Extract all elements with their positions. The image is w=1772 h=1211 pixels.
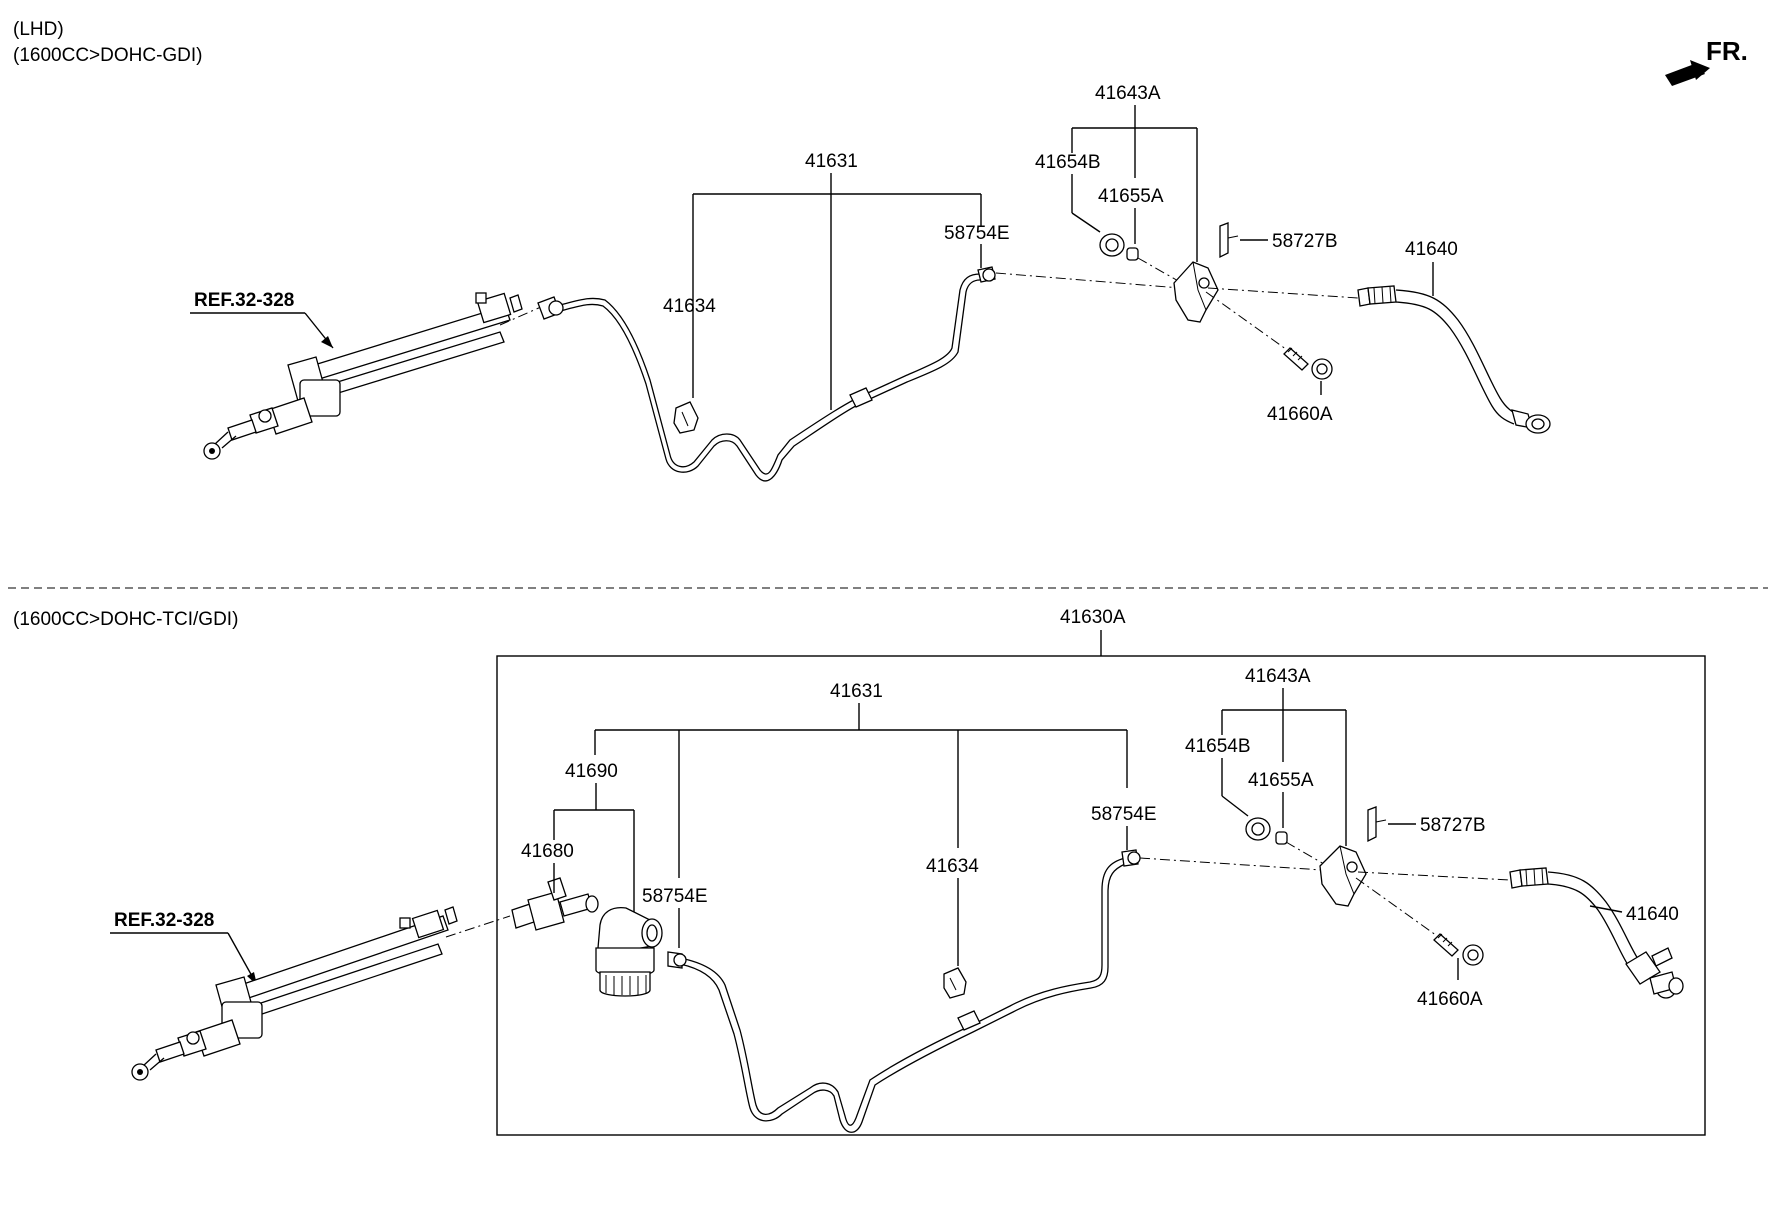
bottom-elbow-connector-41690-icon — [595, 906, 663, 997]
top-label-41660A: 41660A — [1267, 404, 1333, 425]
bottom-label-41655A: 41655A — [1248, 770, 1314, 791]
bottom-bolt-icon — [1433, 933, 1484, 966]
top-label-41643A: 41643A — [1095, 83, 1161, 104]
top-master-cylinder-icon — [203, 292, 523, 460]
bottom-label-41643A: 41643A — [1245, 666, 1311, 687]
top-label-41634: 41634 — [663, 296, 716, 317]
bottom-mounting-bracket-icon — [1319, 845, 1367, 907]
bottom-grommet-icon — [1245, 817, 1271, 841]
bottom-label-41680: 41680 — [521, 841, 574, 862]
top-retaining-clip-icon — [1219, 222, 1239, 259]
top-label-58754E: 58754E — [944, 223, 1010, 244]
bottom-label-41690: 41690 — [565, 761, 618, 782]
front-label: FR. — [1706, 36, 1748, 66]
assembly-41630A-box — [496, 655, 1706, 1136]
bottom-label-58727B: 58727B — [1420, 815, 1486, 836]
top-label-58727B: 58727B — [1272, 231, 1338, 252]
bottom-label-58754E-right: 58754E — [1091, 804, 1157, 825]
top-ref-label: REF.32-328 — [194, 290, 294, 311]
bottom-tube-clip-icon — [943, 967, 967, 999]
variant-label-bottom: (1600CC>DOHC-TCI/GDI) — [13, 609, 238, 630]
bottom-label-41630A: 41630A — [1060, 607, 1126, 628]
top-grommet-icon — [1099, 233, 1125, 257]
top-assembly: REF.32-328 — [190, 83, 1551, 482]
bottom-ref-label: REF.32-328 — [114, 910, 214, 931]
variant-label-top: (1600CC>DOHC-GDI) — [13, 45, 203, 66]
bottom-label-41654B: 41654B — [1185, 736, 1251, 757]
bottom-assembly: 41630A REF.32-328 — [110, 607, 1706, 1136]
top-clutch-tube-icon — [537, 266, 996, 482]
bottom-bushing-icon — [1275, 831, 1288, 845]
bottom-label-41634: 41634 — [926, 856, 979, 877]
bottom-label-41640: 41640 — [1626, 904, 1679, 925]
top-label-41654B: 41654B — [1035, 152, 1101, 173]
front-arrow-icon — [1665, 60, 1710, 86]
bottom-label-58754E-left: 58754E — [642, 886, 708, 907]
bottom-clutch-hose-icon — [1509, 867, 1684, 999]
bottom-retaining-clip-icon — [1367, 806, 1387, 843]
top-bushing-icon — [1126, 247, 1139, 261]
top-label-41631: 41631 — [805, 151, 858, 172]
lhd-label: (LHD) — [13, 19, 64, 40]
top-clutch-hose-icon — [1357, 285, 1551, 434]
bottom-master-cylinder-icon — [131, 906, 458, 1081]
bottom-label-41631: 41631 — [830, 681, 883, 702]
bottom-fitting-41680-icon — [511, 877, 599, 931]
top-mounting-bracket-icon — [1173, 261, 1219, 323]
top-tube-clip-icon — [673, 401, 699, 434]
bottom-clutch-tube-icon — [667, 849, 1141, 1133]
top-bolt-icon — [1283, 347, 1333, 380]
top-label-41640: 41640 — [1405, 239, 1458, 260]
top-label-41655A: 41655A — [1098, 186, 1164, 207]
bottom-label-41660A: 41660A — [1417, 989, 1483, 1010]
